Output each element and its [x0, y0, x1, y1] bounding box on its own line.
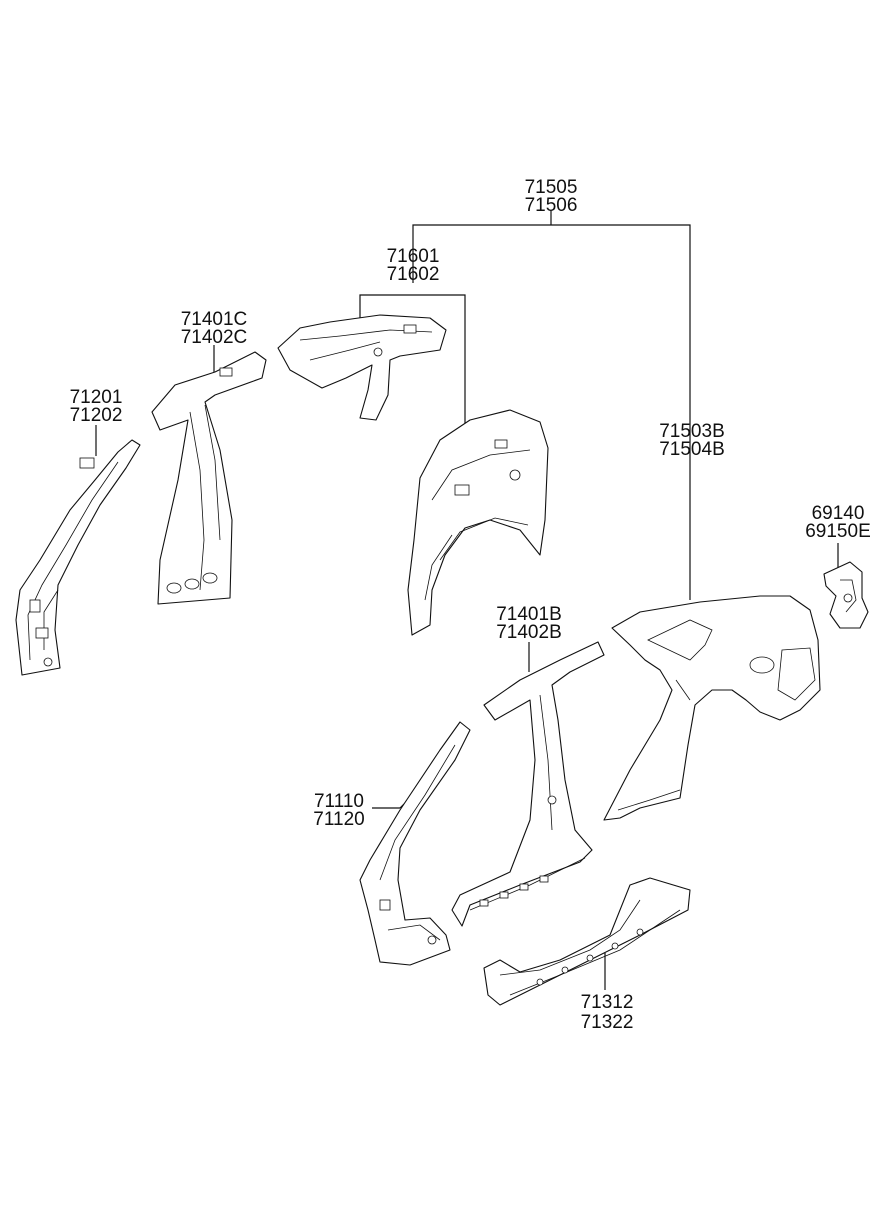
quarter-inner-upper-part: [277, 314, 447, 421]
label-center-pillar-inner-1: 71401C: [181, 309, 248, 330]
label-center-pillar-outer-1: 71401B: [496, 604, 562, 625]
label-fuel-filler-housing-2: 69150E: [805, 521, 871, 542]
label-fuel-filler-housing-1: 69140: [812, 503, 865, 524]
label-front-pillar-inner-2: 71202: [70, 405, 123, 426]
front-pillar-inner-part: [15, 439, 141, 676]
side-sill-part: [483, 877, 691, 1006]
label-quarter-outer-2: 71504B: [659, 439, 725, 460]
label-front-pillar-outer-2: 71120: [313, 809, 364, 830]
center-pillar-outer-part: [451, 641, 605, 927]
label-side-sill-1: 71312: [581, 992, 634, 1013]
fuel-filler-housing-part: [823, 561, 869, 629]
front-pillar-outer-part: [359, 721, 471, 966]
part-labels: 71505 71506 71601 71602 71401C 71402C 71…: [70, 177, 871, 1033]
label-front-pillar-outer-1: 71110: [314, 791, 364, 812]
label-center-pillar-outer-2: 71402B: [496, 622, 562, 643]
quarter-outer-part: [603, 595, 821, 821]
label-front-pillar-inner-1: 71201: [70, 387, 123, 408]
label-quarter-panel-assy-1: 71505: [525, 177, 578, 198]
label-side-sill-2: 71322: [581, 1012, 634, 1033]
label-quarter-inner-2: 71602: [387, 264, 440, 285]
label-quarter-panel-assy-2: 71506: [525, 195, 578, 216]
label-center-pillar-inner-2: 71402C: [181, 327, 248, 348]
label-quarter-outer-1: 71503B: [659, 421, 725, 442]
quarter-inner-lower-part: [407, 409, 549, 636]
leader-lines: [95, 210, 839, 990]
label-quarter-inner-1: 71601: [387, 246, 440, 267]
center-pillar-inner-part: [151, 351, 267, 605]
